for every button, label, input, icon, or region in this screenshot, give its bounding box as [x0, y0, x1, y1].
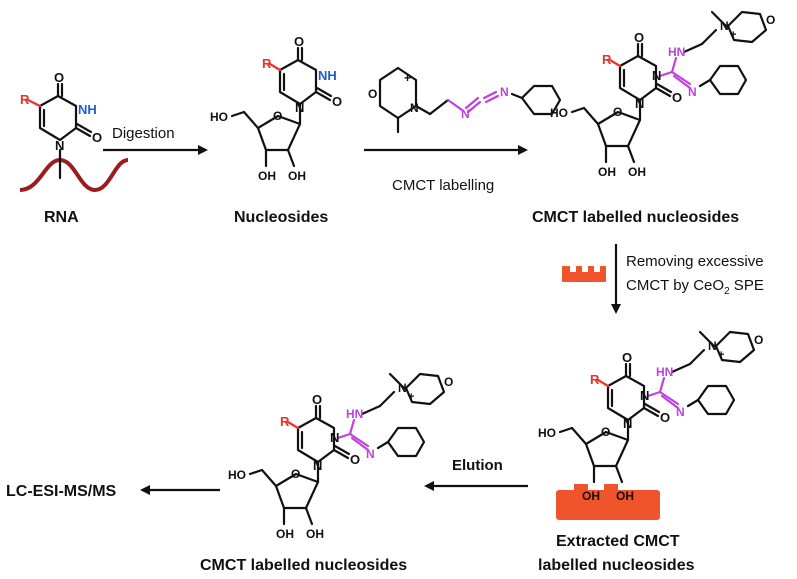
ext-n-plus: N [708, 339, 717, 353]
nuc-r-label: R [262, 56, 272, 71]
bot-lab-o-top: O [312, 392, 322, 407]
nuc-n: N [295, 100, 304, 115]
sorbent-notch-3 [594, 266, 600, 272]
cmct-reagent-n-plus: N [410, 101, 419, 115]
cmct-reagent-o: O [368, 87, 377, 101]
ext-o-right: O [660, 410, 670, 425]
sorbent-block-notch-2 [604, 484, 618, 494]
rna-structure: R O NH O N [19, 70, 129, 193]
ext-n1: N [623, 416, 632, 431]
ext-hn: HN [656, 365, 673, 379]
sorbent-notch-2 [582, 266, 588, 272]
top-lab-n1: N [635, 96, 644, 111]
bot-lab-n-plus: N [398, 381, 407, 395]
cmct-labelled-bottom-label: CMCT labelled nucleosides [200, 557, 407, 574]
extracted-nucleoside: R O N O N HN N N + O O HO [538, 330, 763, 484]
bot-lab-ring-o: O [291, 467, 300, 481]
ext-plus: + [718, 349, 724, 361]
nuc-o-top: O [294, 34, 304, 49]
rna-n: N [55, 138, 64, 153]
ext-morph-o: O [754, 333, 763, 347]
cmct-labelled-top-label: CMCT labelled nucleosides [532, 209, 739, 226]
cmct-reagent-plus: + [404, 71, 411, 85]
nuc-oh-2: OH [288, 169, 306, 183]
sorbent-block-notch-1 [574, 484, 588, 494]
sorbent-notch-1 [570, 266, 576, 272]
cmct-reagent: O N + N N [368, 66, 562, 134]
lcms-arrowhead [140, 485, 150, 495]
rna-o-top: O [54, 70, 64, 85]
top-lab-ring-o: O [613, 105, 622, 119]
top-lab-ho: HO [550, 106, 568, 120]
rna-label: RNA [44, 209, 79, 226]
top-lab-n3: N [652, 68, 661, 83]
labelled-nucleoside-bottom: R O N O N HN N N + O O HO OH OH [228, 372, 453, 541]
top-lab-o-top: O [634, 30, 644, 45]
nuc-nh: NH [318, 68, 337, 83]
nuc-ho: HO [210, 110, 228, 124]
bot-lab-oh2: OH [306, 527, 324, 541]
bot-lab-n-imine: N [366, 447, 375, 461]
ext-r: R [590, 372, 600, 387]
nuc-o-right: O [332, 94, 342, 109]
ext-ring-o: O [601, 425, 610, 439]
top-lab-n-imine: N [688, 85, 697, 99]
removal-arrowhead [611, 304, 621, 314]
bot-lab-ho: HO [228, 468, 246, 482]
rna-o-right: O [92, 130, 102, 145]
lcms-label: LC-ESI-MS/MS [6, 483, 117, 500]
labelling-label: CMCT labelling [392, 177, 494, 194]
nuc-ring-o: O [273, 109, 282, 123]
digestion-arrowhead [198, 145, 208, 155]
top-lab-oh2: OH [628, 165, 646, 179]
elution-arrowhead [424, 481, 434, 491]
extracted-label-1: Extracted CMCT [556, 533, 680, 550]
bot-lab-morph-o: O [444, 375, 453, 389]
rna-strand [19, 157, 129, 193]
bot-lab-hn: HN [346, 407, 363, 421]
rna-r-label: R [20, 92, 30, 107]
nuc-oh-1: OH [258, 169, 276, 183]
removal-label-2: CMCT by CeO2 SPE [626, 277, 764, 297]
bot-lab-oh1: OH [276, 527, 294, 541]
ext-oh2: OH [616, 489, 634, 503]
bot-lab-plus: + [408, 391, 414, 403]
bot-lab-n3: N [330, 430, 339, 445]
top-lab-hn: HN [668, 45, 685, 59]
rna-nh: NH [78, 102, 97, 117]
top-lab-oh1: OH [598, 165, 616, 179]
digestion-label: Digestion [112, 125, 175, 142]
top-lab-n-plus: N [720, 19, 729, 33]
cmct-reagent-n1: N [461, 107, 470, 121]
bot-lab-o-right: O [350, 452, 360, 467]
elution-label: Elution [452, 457, 503, 474]
nucleoside-structure: R O NH O N O HO OH OH [210, 34, 342, 183]
cmct-reagent-n2: N [500, 85, 509, 99]
nucleosides-label: Nucleosides [234, 209, 328, 226]
ceo2-sorbent-block [556, 490, 660, 520]
top-lab-morph-o: O [766, 13, 775, 27]
extracted-label-2: labelled nucleosides [538, 557, 695, 574]
ext-n3: N [640, 388, 649, 403]
top-lab-o-right: O [672, 90, 682, 105]
ext-oh1: OH [582, 489, 600, 503]
bot-lab-n1: N [313, 458, 322, 473]
top-lab-r: R [602, 52, 612, 67]
ext-n-imine: N [676, 405, 685, 419]
labelled-nucleoside-top: R O N O N HN N N + O O HO OH OH [550, 10, 775, 179]
ext-o-top: O [622, 350, 632, 365]
removal-label-1: Removing excessive [626, 253, 764, 270]
ext-ho: HO [538, 426, 556, 440]
top-lab-plus: + [730, 29, 736, 41]
bot-lab-r: R [280, 414, 290, 429]
labelling-arrowhead [518, 145, 528, 155]
